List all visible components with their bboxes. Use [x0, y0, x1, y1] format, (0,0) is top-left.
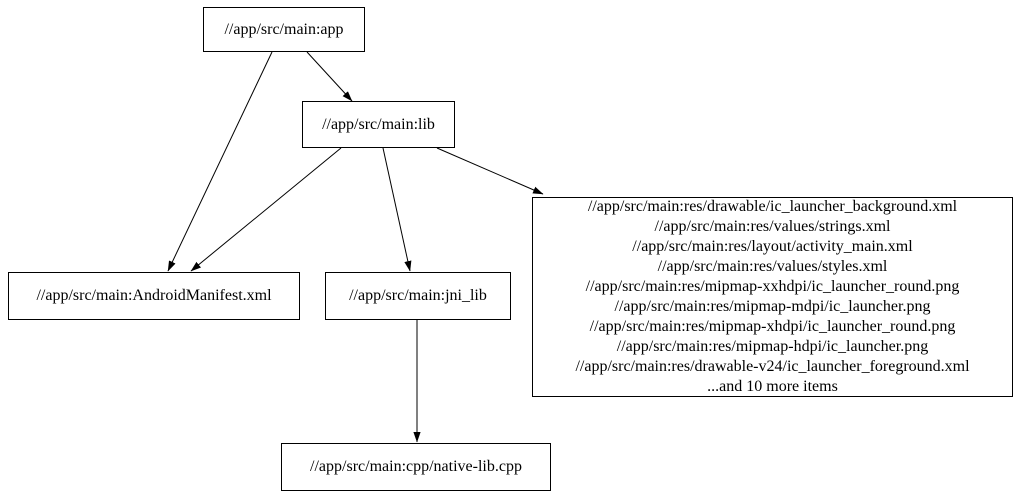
- node-lib-label: //app/src/main:lib: [322, 115, 435, 133]
- node-native-lib-cpp[interactable]: //app/src/main:cpp/native-lib.cpp: [281, 443, 551, 491]
- resource-line: //app/src/main:res/mipmap-xxhdpi/ic_laun…: [585, 278, 960, 296]
- node-android-manifest[interactable]: //app/src/main:AndroidManifest.xml: [8, 272, 300, 320]
- node-resources[interactable]: //app/src/main:res/drawable/ic_launcher_…: [532, 197, 1013, 397]
- resource-line: //app/src/main:res/drawable/ic_launcher_…: [587, 198, 958, 216]
- resource-line: //app/src/main:res/drawable-v24/ic_launc…: [575, 357, 970, 375]
- resource-line: //app/src/main:res/values/strings.xml: [654, 218, 891, 236]
- node-app[interactable]: //app/src/main:app: [203, 7, 365, 52]
- node-app-label: //app/src/main:app: [224, 20, 344, 38]
- edge-lib-to-resources: [436, 147, 544, 195]
- edge-lib-to-android-manifest: [190, 147, 342, 272]
- edge-app-to-lib: [306, 51, 353, 102]
- resource-line: ...and 10 more items: [707, 377, 838, 395]
- resource-line: //app/src/main:res/mipmap-hdpi/ic_launch…: [616, 337, 929, 355]
- node-lib[interactable]: //app/src/main:lib: [302, 101, 455, 148]
- resource-line: //app/src/main:res/mipmap-mdpi/ic_launch…: [614, 298, 931, 315]
- node-native-lib-cpp-label: //app/src/main:cpp/native-lib.cpp: [310, 458, 522, 475]
- node-android-manifest-label: //app/src/main:AndroidManifest.xml: [36, 287, 272, 304]
- node-jni-lib[interactable]: //app/src/main:jni_lib: [325, 272, 511, 320]
- edge-app-to-android-manifest: [167, 51, 273, 272]
- resource-line: //app/src/main:res/values/styles.xml: [657, 258, 888, 276]
- resource-line: //app/src/main:res/mipmap-xhdpi/ic_launc…: [589, 317, 956, 335]
- edge-lib-to-jni-lib: [382, 147, 412, 272]
- resource-line: //app/src/main:res/layout/activity_main.…: [632, 238, 913, 256]
- node-jni-lib-label: //app/src/main:jni_lib: [349, 287, 487, 304]
